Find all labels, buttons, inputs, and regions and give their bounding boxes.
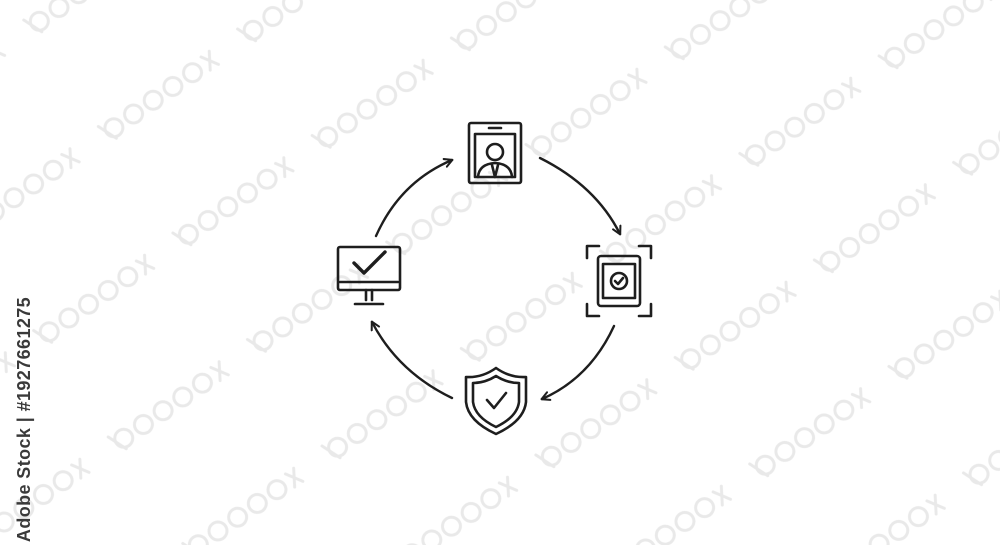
shield-check-icon xyxy=(464,366,528,436)
arrow-shield-to-monitor xyxy=(372,322,454,400)
arrow-idcard-to-facescan xyxy=(538,156,620,234)
monitor-check-icon xyxy=(336,245,402,306)
id-card-portrait-icon xyxy=(467,121,523,185)
arrow-facescan-to-shield xyxy=(542,324,616,399)
stock-id-text: Adobe Stock | #1927661275 xyxy=(14,296,35,542)
face-scan-phone-check-icon xyxy=(585,244,653,318)
arrow-monitor-to-idcard xyxy=(374,160,452,238)
stock-id-label: Adobe Stock | #1927661275 xyxy=(14,296,36,541)
